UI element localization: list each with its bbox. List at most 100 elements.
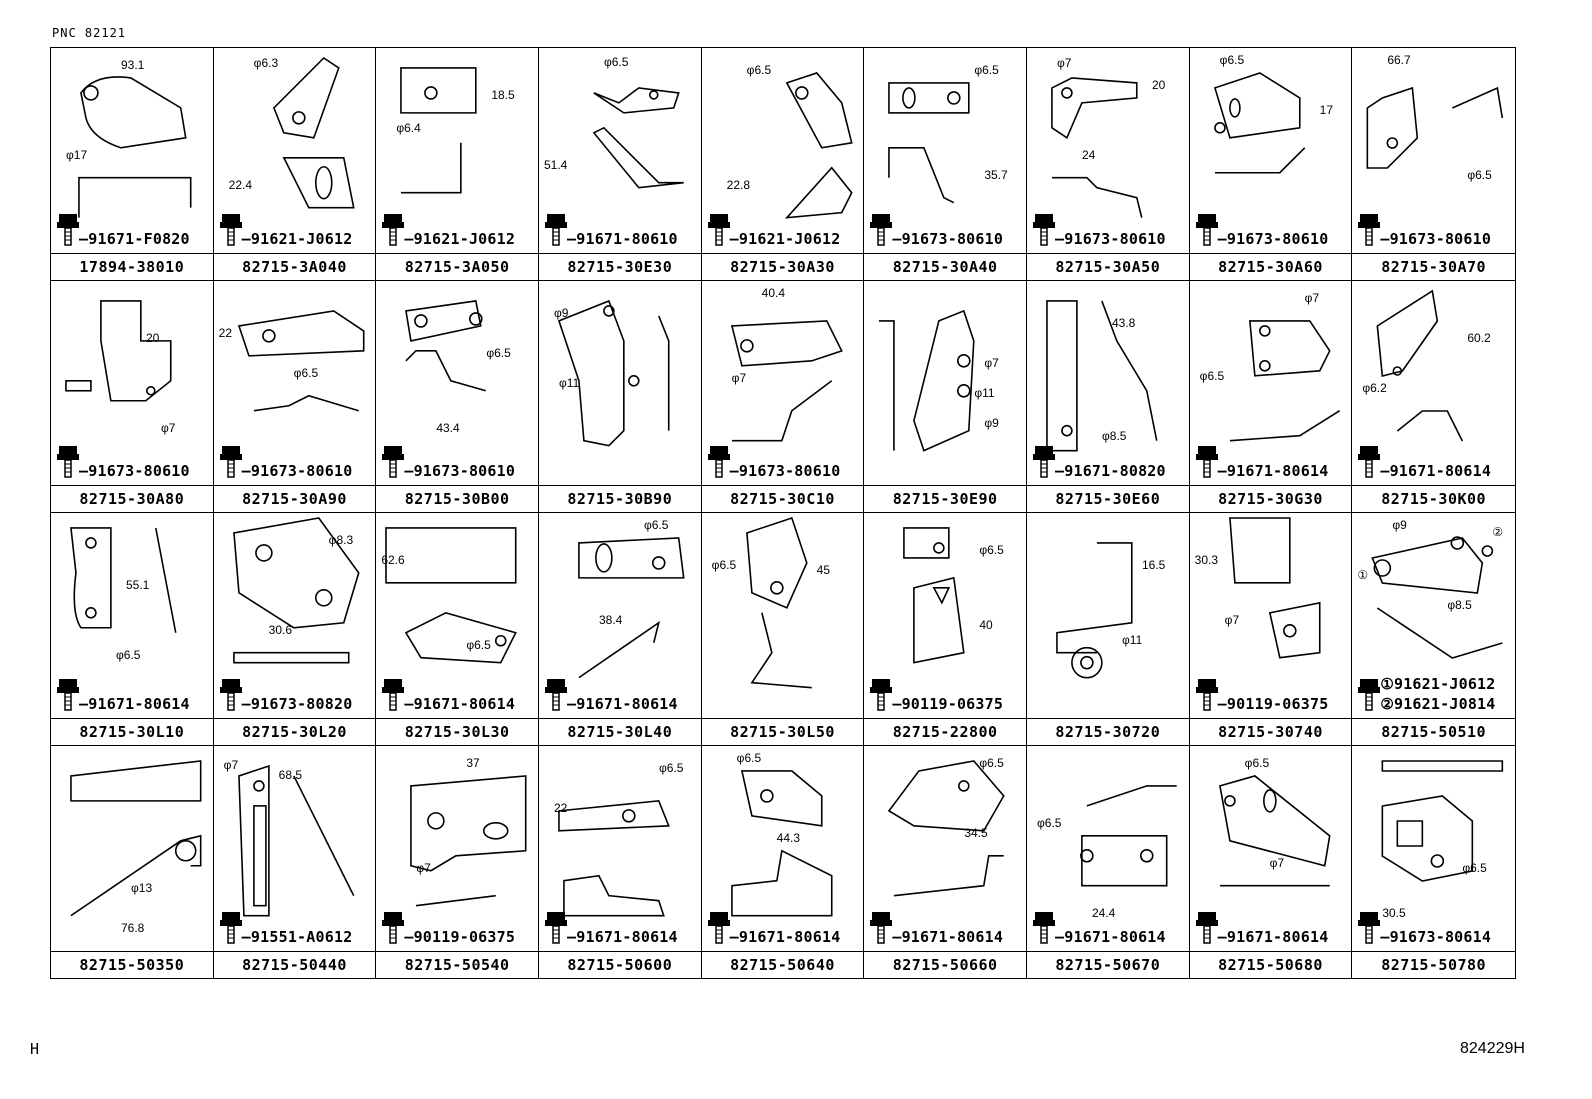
part-number: 82715-30E60	[1027, 485, 1189, 512]
bolt-callout: —91671-80614	[868, 910, 1003, 948]
part-number: 82715-50780	[1352, 951, 1515, 978]
bolt-part-number: —91671-80614	[1217, 928, 1329, 946]
part-number: 82715-50540	[376, 951, 538, 978]
bolt-part-number: —91621-J0612	[241, 229, 353, 248]
bolt-callout: —91551-A0612	[218, 910, 353, 948]
bracket-illustration	[578, 537, 685, 679]
bolt-part-number: —91671-80614	[567, 928, 678, 946]
bolt-icon	[218, 910, 244, 948]
bolt-part-number: —90119-06375	[1217, 694, 1329, 713]
bolt-icon	[1031, 212, 1057, 250]
bolt-icon	[380, 444, 406, 482]
bracket-illustration	[1229, 319, 1340, 441]
part-number: 82715-30L40	[539, 717, 701, 745]
bolt-icon	[706, 910, 732, 948]
bolt-icon	[1194, 444, 1220, 482]
part-number: 82715-30E90	[864, 485, 1026, 512]
bracket-illustration	[1228, 517, 1321, 659]
bolt-part-number: —91673-80614	[1380, 928, 1492, 946]
bolt-icon	[543, 212, 569, 250]
bolt-callout: —91673-80610	[380, 444, 515, 482]
bracket-illustration	[70, 527, 177, 633]
part-number: 82715-30B00	[376, 485, 538, 512]
bolt-callout: —91671-80614	[1194, 444, 1329, 482]
bolt-part-number-text: 91673-80820	[250, 694, 353, 713]
bolt-part-number-text: 91671-80614	[1389, 462, 1492, 480]
bolt-part-number-text: ①91621-J0612	[1380, 674, 1496, 693]
bracket-illustration	[557, 299, 670, 447]
bracket-illustration	[78, 76, 192, 218]
bolt-part-number-text: 90119-06375	[901, 694, 1004, 713]
bolt-icon	[543, 677, 569, 715]
bolt-part-number-text: 91621-J0612	[738, 229, 841, 248]
bolt-part-number: —91673-80820	[241, 694, 353, 713]
bolt-part-number-text: 91673-80610	[250, 462, 353, 480]
part-number: 82715-30B90	[539, 485, 701, 512]
bolt-part-number-text: 91671-F0820	[88, 229, 190, 248]
bolt-icon	[1194, 910, 1220, 948]
bracket-illustration	[65, 299, 172, 402]
bracket-illustration	[730, 319, 843, 441]
bolt-icon	[218, 212, 244, 250]
bolt-callout: —91671-80614	[55, 677, 190, 715]
bolt-callout: —91671-80614	[543, 677, 678, 715]
bolt-callout: —91671-80820	[1031, 444, 1166, 482]
bolt-callout: —91673-80610	[1356, 212, 1491, 250]
bolt-part-number-text: 91671-80614	[576, 694, 678, 713]
bolt-part-number: ②91621-J0814	[1380, 695, 1495, 715]
bolt-part-number-text: 91671-80614	[738, 928, 841, 946]
bolt-icon	[55, 444, 81, 482]
part-number: 82715-30A80	[51, 485, 213, 512]
bracket-illustration	[888, 759, 1006, 896]
part-number: 17894-38010	[51, 252, 213, 280]
bolt-part-number: —91671-80614	[79, 694, 190, 713]
bolt-icon	[1194, 212, 1220, 250]
bolt-part-number: —91671-80614	[567, 694, 678, 713]
bolt-part-number: —91673-80610	[1380, 229, 1492, 248]
bolt-icon	[55, 677, 81, 715]
bolt-part-number-text: 90119-06375	[1226, 694, 1329, 713]
bolt-icon	[1356, 677, 1382, 715]
bolt-part-number: —91671-80614	[1380, 462, 1492, 480]
bolt-icon	[1356, 444, 1382, 482]
part-number: 82715-50660	[864, 951, 1026, 978]
bracket-illustration	[1056, 542, 1133, 679]
bracket-illustration	[1371, 536, 1503, 659]
bolt-part-number: —90119-06375	[404, 928, 516, 946]
bolt-part-number: —91673-80610	[729, 462, 841, 480]
part-number: 82715-30A50	[1027, 252, 1189, 280]
page-code: H	[30, 1040, 40, 1058]
bolt-icon	[543, 910, 569, 948]
bolt-callout: —90119-06375	[380, 910, 515, 948]
bolt-part-number: —91673-80610	[79, 462, 190, 480]
bolt-part-number-text: 91671-80614	[1226, 928, 1329, 946]
part-number: 82715-50350	[51, 951, 213, 978]
bolt-icon	[868, 910, 894, 948]
bolt-callout: —91673-80610	[1194, 212, 1329, 250]
bracket-illustration	[70, 759, 202, 916]
bolt-callout: —91671-80614	[1194, 910, 1329, 948]
bolt-part-number: —90119-06375	[892, 694, 1004, 713]
part-number: 82715-22800	[864, 717, 1026, 745]
bolt-icon	[380, 677, 406, 715]
bolt-callout: —91673-80610	[706, 444, 841, 482]
bolt-part-number-text: 91551-A0612	[250, 928, 353, 946]
